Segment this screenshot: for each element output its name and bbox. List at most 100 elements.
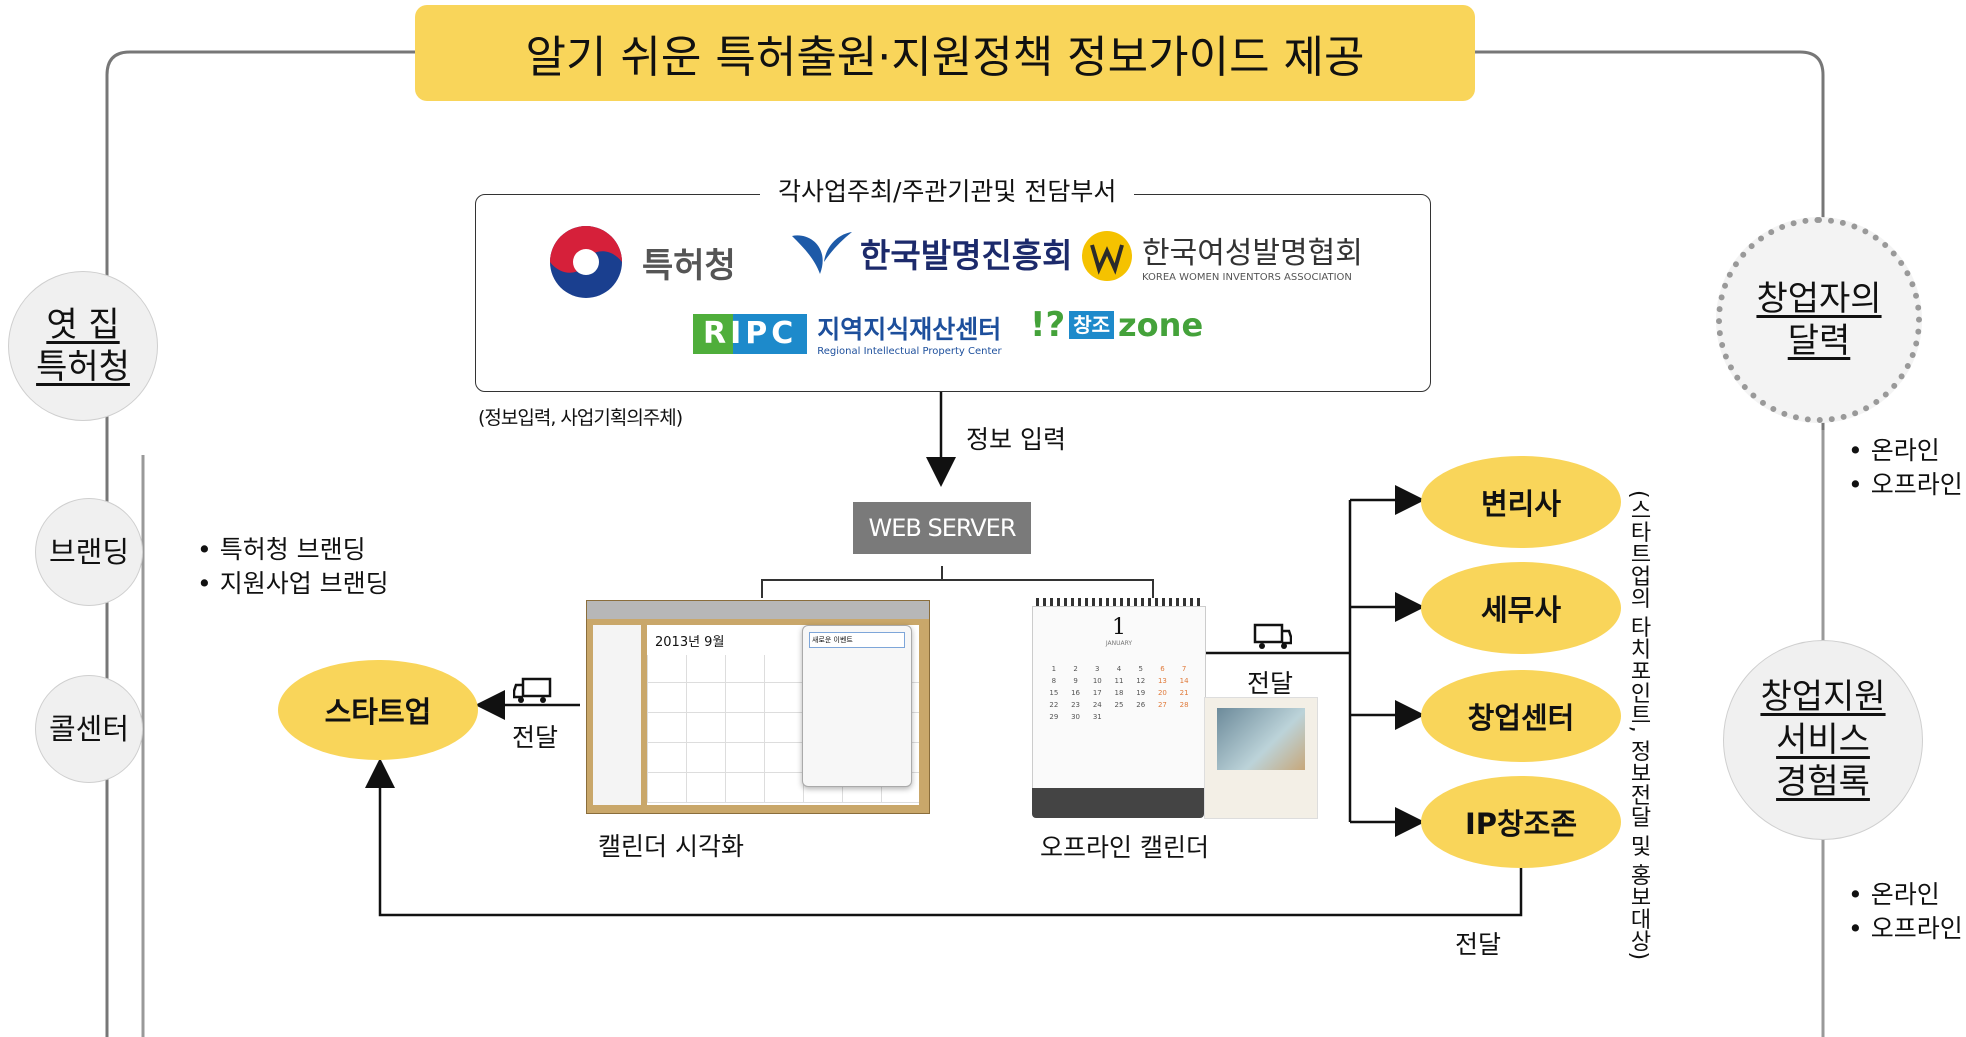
ripc-subtitle: Regional Intellectual Property Center	[817, 346, 1002, 357]
screen-toolbar	[587, 601, 929, 619]
desk-calendar-day-cell: 15	[1049, 689, 1059, 697]
desk-calendar-day-cell: 30	[1071, 713, 1081, 721]
vertical-note: (스타트업의 타치포인트, 정보전달 및 홍보대상)	[1626, 490, 1651, 961]
logo-kwia: 한국여성발명협회 KOREA WOMEN INVENTORS ASSOCIATI…	[1080, 228, 1363, 283]
logo-ripc: RIPC 지역지식재산센터 Regional Intellectual Prop…	[693, 310, 1002, 357]
desk-calendar-stand	[1032, 788, 1204, 818]
ipzone-mark: !?	[1030, 305, 1066, 345]
info-input-label: 정보 입력	[966, 425, 1066, 454]
ripc-name: 지역지식재산센터	[817, 315, 1002, 344]
desk-calendar-day-cell: 20	[1157, 689, 1167, 697]
ipzone-word: zone	[1118, 306, 1204, 344]
desk-calendar-day-cell: 24	[1092, 701, 1102, 709]
arrow-return	[365, 758, 1523, 917]
desk-calendar-day-cell: 4	[1116, 665, 1122, 673]
desk-calendar-day-cell: 1	[1051, 665, 1057, 673]
circle-patent-office-line1: 엿 집	[46, 304, 120, 345]
branch-lines	[1205, 500, 1352, 822]
desk-calendar-day-cell: 11	[1114, 677, 1124, 685]
desk-calendar-day-cell: 25	[1114, 701, 1124, 709]
target-tax-accountant: 세무사	[1421, 562, 1621, 654]
logo-kipo: 특허청	[548, 224, 736, 300]
desk-calendar-day-cell: 26	[1136, 701, 1146, 709]
desk-calendar-day-cell: 23	[1071, 701, 1081, 709]
circle-service-line3: 경험록	[1776, 762, 1870, 803]
circle-service-line1: 창업지원	[1760, 677, 1886, 718]
desk-calendar-day-cell: 19	[1136, 689, 1146, 697]
screen-event-dialog: 새로운 이벤트	[802, 625, 912, 787]
sponsor-caption: (정보입력, 사업기획의주체)	[478, 407, 683, 429]
screen-dialog-title: 새로운 이벤트	[809, 632, 905, 648]
circle-patent-office: 엿 집 특허청	[8, 271, 158, 421]
logo-ipzone: !? 창조 zone	[1030, 305, 1203, 345]
circle-callcenter: 콜센터	[35, 675, 143, 783]
desk-calendar-day-cell: 3	[1095, 665, 1100, 673]
circle-founder-line2: 달력	[1787, 321, 1851, 361]
desk-calendar-day-cell: 2	[1073, 665, 1078, 673]
target-startup-center: 창업센터	[1421, 670, 1621, 762]
kwia-emblem-icon	[1082, 230, 1132, 281]
logo-kipa: 한국발명진흥회	[790, 228, 1073, 278]
desk-calendar-day-cell: 10	[1092, 677, 1102, 685]
sponsor-title: 각사업주최/주관기관및 전담부서	[760, 172, 1135, 208]
kipo-emblem-icon	[550, 226, 622, 298]
ipzone-han: 창조	[1069, 311, 1115, 339]
deliver-label-bottom: 전달	[1455, 930, 1502, 959]
target-patent-attorney: 변리사	[1421, 456, 1621, 548]
deliver-label-left: 전달	[512, 723, 559, 752]
desk-calendar-day-cell: 18	[1114, 689, 1124, 697]
desk-calendar-day: 1	[1112, 615, 1126, 640]
desk-calendar-day-cell: 21	[1179, 689, 1189, 697]
desk-calendar-day-cell: 27	[1157, 701, 1167, 709]
desk-calendar-month: JANUARY	[1105, 640, 1133, 647]
photo-calendar-image	[1204, 697, 1318, 819]
circle-service-line2: 서비스	[1776, 719, 1870, 760]
desk-calendar-day-cell: 22	[1049, 701, 1059, 709]
kipo-name: 특허청	[642, 245, 736, 286]
kwia-subtitle: KOREA WOMEN INVENTORS ASSOCIATION	[1142, 272, 1352, 283]
bullet-item: 지원사업 브랜딩	[197, 567, 389, 601]
circle-branding: 브랜딩	[35, 498, 143, 606]
bullet-item: 온라인	[1848, 434, 1963, 468]
target-ip-zone: IP창조존	[1421, 776, 1621, 868]
truck-icon	[513, 677, 552, 703]
circle-patent-office-line2: 특허청	[36, 347, 130, 387]
bottom-bullets: 온라인 오프라인	[1848, 878, 1963, 946]
calendar-visual-label: 캘린더 시각화	[598, 832, 744, 861]
kipa-emblem-icon	[792, 232, 852, 274]
calendar-screen-image: 2013년 9월 새로운 이벤트	[586, 600, 930, 814]
desk-calendar-day-cell: 9	[1073, 677, 1078, 685]
desk-calendar-day-cell: 7	[1181, 665, 1187, 673]
desk-calendar-day-cell: 8	[1051, 677, 1057, 685]
desk-calendar-rings	[1036, 598, 1200, 608]
desk-calendar-day-cell: 29	[1049, 713, 1059, 721]
desk-calendar-day-cell: 12	[1136, 677, 1146, 685]
photo-calendar-picture	[1217, 708, 1305, 770]
kipa-name: 한국발명진흥회	[860, 236, 1073, 275]
deliver-label-right: 전달	[1247, 669, 1294, 698]
desk-calendar-day-cell: 14	[1179, 677, 1189, 685]
bullet-item: 오프라인	[1848, 912, 1963, 946]
bullet-item: 온라인	[1848, 878, 1963, 912]
page-title: 알기 쉬운 특허출원·지원정책 정보가이드 제공	[415, 5, 1475, 101]
outer-frame	[105, 50, 1825, 1037]
desk-calendar-day-cell: 6	[1160, 665, 1165, 673]
webserver-box: WEB SERVER	[853, 502, 1031, 554]
desk-calendar-day-cell: 13	[1157, 677, 1167, 685]
desk-calendar-day-cell: 28	[1179, 701, 1189, 709]
desk-calendar-day-cell: 16	[1071, 689, 1081, 697]
offline-calendar-label: 오프라인 캘린더	[1040, 833, 1209, 862]
desk-calendar-day-cell: 5	[1138, 665, 1143, 673]
webserver-bracket	[761, 566, 1154, 598]
truck-icon	[1253, 623, 1292, 649]
screen-calendar-grid: 2013년 9월 새로운 이벤트	[647, 625, 919, 805]
circle-founder-calendar: 창업자의 달력	[1716, 217, 1922, 423]
circle-startup-service: 창업지원 서비스 경험록	[1723, 640, 1923, 840]
ripc-mark: RIPC	[693, 313, 808, 354]
desk-calendar-day-cell: 31	[1092, 713, 1102, 721]
branding-bullets: 특허청 브랜딩 지원사업 브랜딩	[197, 533, 389, 601]
